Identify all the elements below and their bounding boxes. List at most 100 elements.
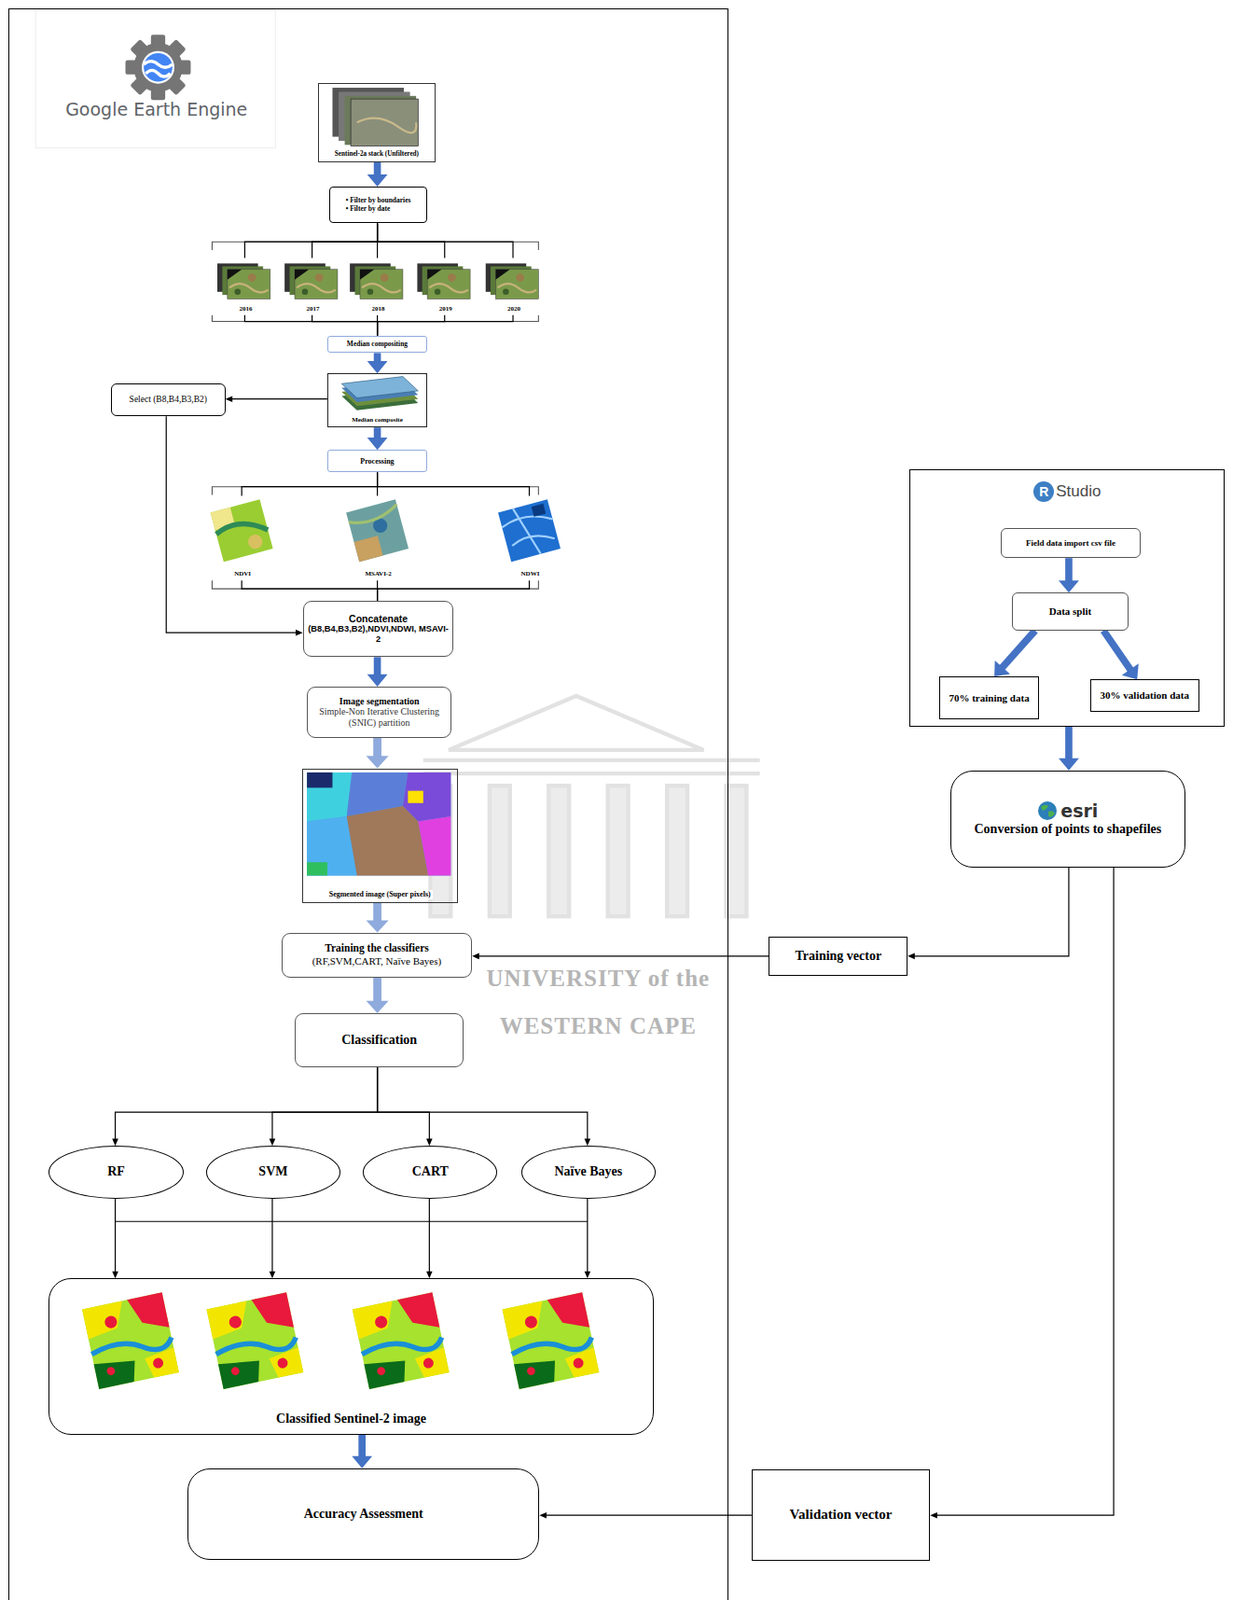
node-label: Median compositing xyxy=(346,340,408,349)
illustration-part xyxy=(726,785,748,916)
satellite-stack xyxy=(332,87,418,146)
node-label: R xyxy=(1033,481,1054,502)
ndvi-image xyxy=(210,498,274,562)
illustration-part xyxy=(143,61,173,69)
vector-box: Validation vector xyxy=(751,1468,930,1561)
node-label: Segmented image (Super pixels) xyxy=(327,889,433,899)
year-image: 2019 xyxy=(413,258,479,316)
text-group: NDWI xyxy=(519,569,542,578)
node-label: NDVI xyxy=(232,569,253,578)
text-group: 30% validation data xyxy=(1100,689,1190,702)
illustration-part xyxy=(133,42,182,93)
connector xyxy=(111,1198,119,1278)
connector-line xyxy=(374,352,382,362)
process-box: Median compositing xyxy=(327,335,428,354)
illustration-part xyxy=(448,695,704,750)
node-label: Classification xyxy=(341,1032,417,1049)
process-box: Select (B8,B4,B3,B2) xyxy=(110,383,225,416)
illustration-part xyxy=(124,34,191,100)
illustration-part xyxy=(306,772,352,822)
text-group: Google Earth Engine xyxy=(36,98,277,120)
text-group: MSAVI-2 xyxy=(362,569,393,578)
connector xyxy=(377,580,530,601)
illustration-part xyxy=(484,263,539,299)
text-group: Data split xyxy=(1049,605,1093,618)
process-box: • Filter by boundaries• Filter by date xyxy=(329,186,428,223)
node-label: 2018 xyxy=(370,304,388,313)
node-label: Accuracy Assessment xyxy=(304,1506,424,1523)
connector-line xyxy=(377,222,513,258)
node-label: Google Earth Engine xyxy=(65,98,248,120)
node-label: SVM xyxy=(258,1163,288,1180)
node-label: Select (B8,B4,B3,B2) xyxy=(129,394,208,405)
connector xyxy=(312,222,378,258)
connector xyxy=(377,1066,592,1146)
illustration-part xyxy=(346,498,409,562)
connector-line xyxy=(241,471,377,496)
connector-line xyxy=(271,1198,273,1273)
text-group: 2019 xyxy=(437,304,455,313)
arrowhead xyxy=(584,1271,592,1279)
node-label: Field data import csv file xyxy=(1025,538,1116,549)
connector-line xyxy=(244,315,377,336)
arrowhead xyxy=(426,1271,433,1279)
connector-line xyxy=(586,1198,588,1273)
text-group: RStudio xyxy=(1033,481,1101,502)
illustration-part xyxy=(608,785,629,916)
node-label: 2019 xyxy=(437,304,455,313)
classifier-ellipse: RF xyxy=(48,1145,183,1199)
index-image: NDVI xyxy=(201,495,283,581)
illustration-part xyxy=(306,772,333,788)
node-label: Sentinel-2a stack (Unfiltered) xyxy=(332,150,421,158)
connector xyxy=(244,222,377,258)
illustration-part xyxy=(346,805,429,875)
text-group: 2018 xyxy=(370,304,388,313)
illustration-part xyxy=(306,861,328,875)
arrowhead xyxy=(269,1138,277,1147)
connector xyxy=(377,471,530,496)
connector xyxy=(241,580,377,601)
arrowhead xyxy=(367,360,388,374)
connector xyxy=(1058,557,1080,593)
node-label: Training the classifiers xyxy=(324,942,430,956)
illustration-part xyxy=(35,10,276,149)
text-group: • Filter by boundaries• Filter by date xyxy=(346,196,412,214)
arrowhead xyxy=(426,1138,433,1147)
illustration-part xyxy=(145,69,170,77)
illustration-part xyxy=(407,790,423,804)
node-label: Data split xyxy=(1049,605,1093,618)
node-label: Image segmentation xyxy=(339,695,420,707)
text-group: 2016 xyxy=(236,304,254,313)
connector-line xyxy=(312,222,378,258)
node-label: • Filter by boundaries xyxy=(346,196,412,206)
illustration-part xyxy=(210,498,274,562)
text-group: Select (B8,B4,B3,B2) xyxy=(129,394,208,405)
connector xyxy=(366,902,389,933)
illustration-part xyxy=(423,771,761,776)
text-group: Training vector xyxy=(794,948,882,965)
illustration-part xyxy=(306,772,451,875)
process-box: Accuracy Assessment xyxy=(187,1468,540,1560)
illustration-part xyxy=(423,758,761,762)
connector xyxy=(929,867,1114,1519)
illustration-part xyxy=(143,53,173,83)
arrowhead xyxy=(111,1138,119,1147)
illustration-part xyxy=(354,535,384,562)
text-group: Median composite xyxy=(349,415,405,424)
connector-line xyxy=(377,580,530,601)
illustration-part xyxy=(211,315,539,322)
data-box: 30% validation data xyxy=(1090,678,1200,712)
node-label: CART xyxy=(412,1163,449,1180)
connector-line xyxy=(373,977,382,1002)
text-group: Median compositing xyxy=(346,340,408,349)
connector xyxy=(1103,630,1139,680)
node-label: Validation vector xyxy=(789,1506,893,1524)
text-group: 2017 xyxy=(304,304,322,313)
connector xyxy=(367,656,388,687)
connector xyxy=(367,427,388,450)
illustration-part xyxy=(82,1291,180,1389)
connector-line xyxy=(377,315,513,336)
connector-line xyxy=(478,955,770,956)
